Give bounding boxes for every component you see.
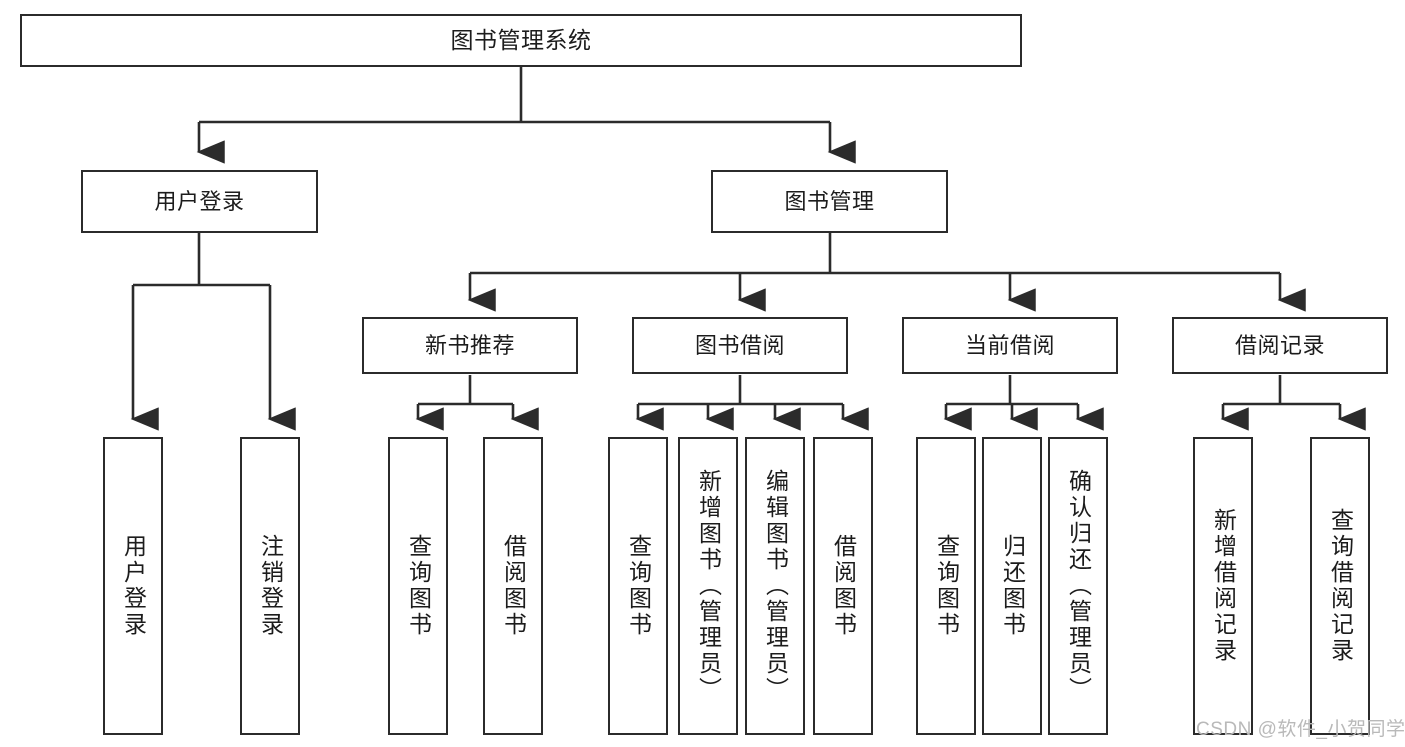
node-leaf-confirm-return[interactable]: 确认归还（管理员） (1048, 437, 1108, 735)
node-leaf-query-book-3[interactable]: 查询图书 (916, 437, 976, 735)
node-book-management[interactable]: 图书管理 (711, 170, 948, 233)
node-leaf-logout-login[interactable]: 注销登录 (240, 437, 300, 735)
node-current-borrow-label: 当前借阅 (964, 332, 1055, 358)
node-leaf-edit-book-label: 编辑图书（管理员） (762, 469, 789, 703)
node-leaf-borrow-book-2-label: 借阅图书 (830, 534, 857, 638)
node-root-label: 图书管理系统 (450, 26, 592, 53)
node-leaf-return-book-label: 归还图书 (999, 534, 1026, 638)
node-leaf-borrow-book-2[interactable]: 借阅图书 (813, 437, 873, 735)
node-leaf-add-record-label: 新增借阅记录 (1210, 508, 1237, 664)
node-leaf-query-book-1-label: 查询图书 (405, 534, 432, 638)
node-leaf-add-book-label: 新增图书（管理员） (695, 469, 722, 703)
node-leaf-confirm-return-label: 确认归还（管理员） (1065, 469, 1092, 703)
node-leaf-query-record-label: 查询借阅记录 (1327, 508, 1354, 664)
node-leaf-edit-book[interactable]: 编辑图书（管理员） (745, 437, 805, 735)
csdn-watermark: CSDN @软件_小贺同学 (1196, 719, 1405, 740)
node-user-login-label: 用户登录 (154, 188, 245, 214)
node-borrow-record[interactable]: 借阅记录 (1172, 317, 1388, 374)
node-leaf-query-book-3-label: 查询图书 (933, 534, 960, 638)
node-book-management-label: 图书管理 (784, 188, 875, 214)
node-new-book-recommend[interactable]: 新书推荐 (362, 317, 578, 374)
node-book-borrow-label: 图书借阅 (694, 332, 785, 358)
node-leaf-add-book[interactable]: 新增图书（管理员） (678, 437, 738, 735)
node-leaf-query-book-2[interactable]: 查询图书 (608, 437, 668, 735)
node-root-book-management-system[interactable]: 图书管理系统 (20, 14, 1022, 67)
node-new-book-recommend-label: 新书推荐 (424, 332, 515, 358)
node-leaf-logout-login-label: 注销登录 (257, 534, 284, 638)
node-current-borrow[interactable]: 当前借阅 (902, 317, 1118, 374)
node-leaf-borrow-book-1-label: 借阅图书 (500, 534, 527, 638)
node-book-borrow[interactable]: 图书借阅 (632, 317, 848, 374)
node-leaf-user-login[interactable]: 用户登录 (103, 437, 163, 735)
node-leaf-user-login-label: 用户登录 (120, 534, 147, 638)
node-leaf-query-record[interactable]: 查询借阅记录 (1310, 437, 1370, 735)
node-leaf-query-book-2-label: 查询图书 (625, 534, 652, 638)
node-user-login[interactable]: 用户登录 (81, 170, 318, 233)
node-leaf-add-record[interactable]: 新增借阅记录 (1193, 437, 1253, 735)
node-leaf-borrow-book-1[interactable]: 借阅图书 (483, 437, 543, 735)
node-leaf-return-book[interactable]: 归还图书 (982, 437, 1042, 735)
node-borrow-record-label: 借阅记录 (1234, 332, 1325, 358)
node-leaf-query-book-1[interactable]: 查询图书 (388, 437, 448, 735)
